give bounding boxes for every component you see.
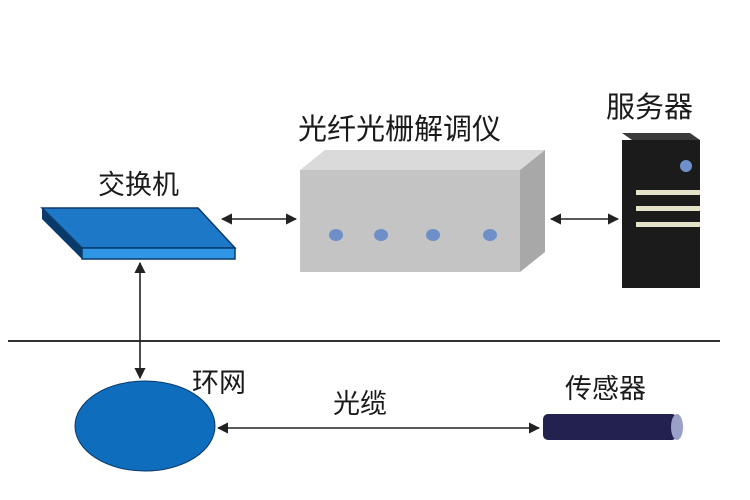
server-stripe-2 [636, 206, 700, 211]
box-top [300, 150, 545, 170]
server-icon [622, 133, 700, 288]
sensor-body [543, 414, 677, 440]
port-4 [483, 229, 497, 241]
port-1 [329, 229, 343, 241]
port-3 [426, 229, 440, 241]
server-indicator [680, 160, 692, 172]
ring-network-icon [74, 380, 216, 472]
port-2 [374, 229, 388, 241]
switch-front [81, 247, 236, 260]
switch-icon [40, 207, 237, 260]
switch-left [42, 208, 82, 259]
cable-label: 光缆 [333, 389, 387, 420]
server-label: 服务器 [606, 90, 693, 124]
sensor-cap [671, 414, 683, 440]
demodulator-label: 光纤光栅解调仪 [298, 112, 501, 146]
ring-network-label: 环网 [192, 368, 246, 399]
server-stripe-1 [636, 190, 700, 195]
sensor-label: 传感器 [565, 374, 646, 405]
server-stripe-3 [636, 222, 700, 227]
server-top [622, 133, 700, 140]
demodulator-box-icon [300, 150, 545, 272]
box-front [300, 170, 520, 272]
box-side [520, 150, 545, 272]
sensor-icon [543, 414, 683, 440]
switch-label: 交换机 [98, 170, 179, 201]
